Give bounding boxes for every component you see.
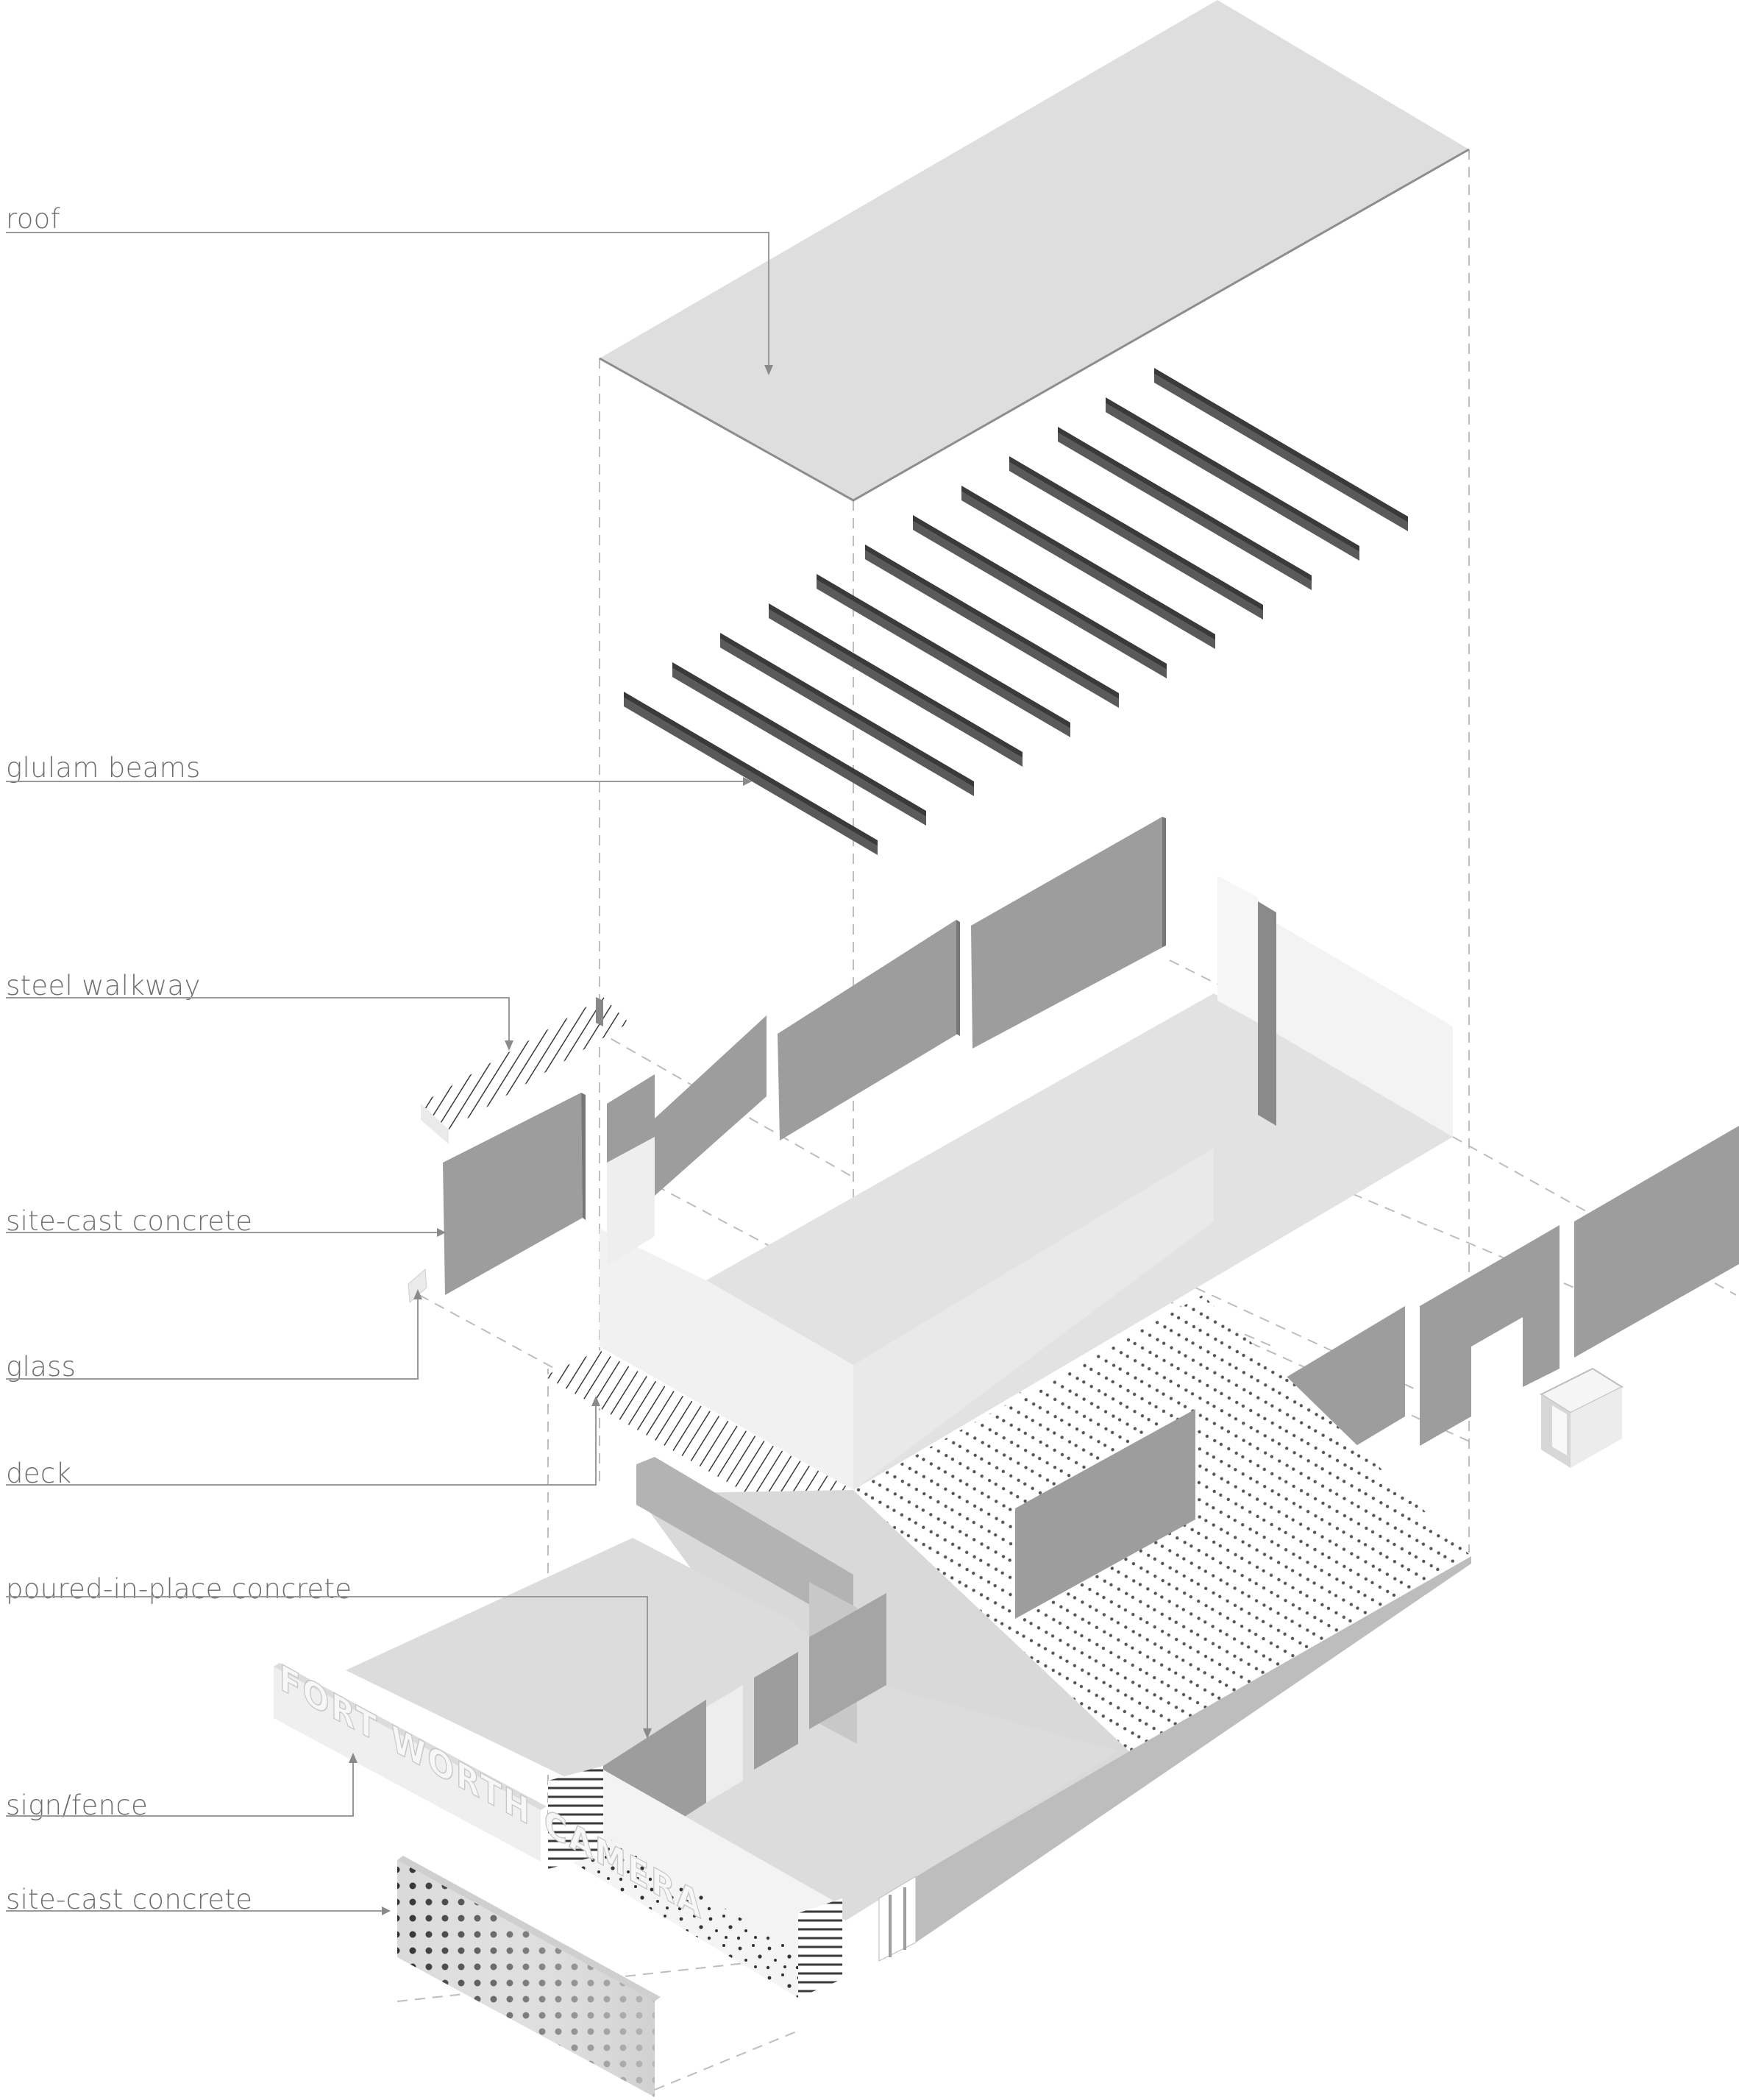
- upper-glass-wall-2: [1217, 876, 1258, 1023]
- glulam-beam: [769, 603, 1023, 767]
- exterior-wall: [1574, 1126, 1739, 1358]
- label-glass: glass: [6, 1351, 76, 1383]
- upper-box-front-wall: [600, 1229, 853, 1490]
- upper-left-wall: [443, 1093, 583, 1295]
- glulam-beam: [913, 515, 1167, 678]
- label-poured-in-place-concrete: poured-in-place concrete: [6, 1573, 352, 1605]
- glass-pane: [408, 1268, 427, 1304]
- upper-rear-wall: [655, 1015, 767, 1196]
- glulam-beam: [624, 692, 878, 855]
- upper-rear-wall: [778, 920, 958, 1141]
- label-roof: roof: [6, 203, 60, 235]
- interior-wall: [1015, 1409, 1195, 1619]
- deck-hatched: [544, 1350, 853, 1523]
- glulam-beams: [624, 368, 1408, 855]
- upper-glass-wall: [1258, 912, 1453, 1137]
- ground-front-speckle: [559, 1840, 842, 1998]
- glulam-beam: [1009, 456, 1263, 620]
- glulam-beam: [1106, 397, 1359, 561]
- upper-box-side-wall: [853, 1148, 1214, 1490]
- exterior-wall-with-opening: [1420, 1225, 1560, 1446]
- ground-back-wall: [636, 1457, 853, 1630]
- ground-level: [346, 1295, 1471, 1998]
- perforated-panel: [397, 1856, 661, 2097]
- glass-cube: [1539, 1367, 1624, 1468]
- ground-front-wall: [603, 1770, 842, 1979]
- label-site-cast-concrete-lower: site-cast concrete: [6, 1884, 252, 1915]
- glulam-beam: [1154, 368, 1408, 531]
- label-glulam-beams: glulam beams: [6, 752, 201, 784]
- glulam-beam: [672, 662, 926, 826]
- labels: roof glulam beams steel walkway site-cas…: [6, 203, 773, 1915]
- upper-rear-wall: [971, 817, 1166, 1049]
- glulam-beam: [817, 574, 1070, 737]
- label-deck: deck: [6, 1458, 71, 1489]
- glulam-beam: [1058, 427, 1312, 590]
- label-site-cast-concrete-upper: site-cast concrete: [6, 1205, 252, 1237]
- ground-slab-edge: [916, 1556, 1471, 1943]
- roof-plane: [599, 0, 1470, 502]
- glulam-beam: [865, 544, 1119, 708]
- steel-walkway: [421, 997, 629, 1129]
- glulam-beam: [961, 486, 1215, 649]
- label-steel-walkway: steel walkway: [6, 970, 201, 1001]
- glulam-beam: [720, 633, 974, 796]
